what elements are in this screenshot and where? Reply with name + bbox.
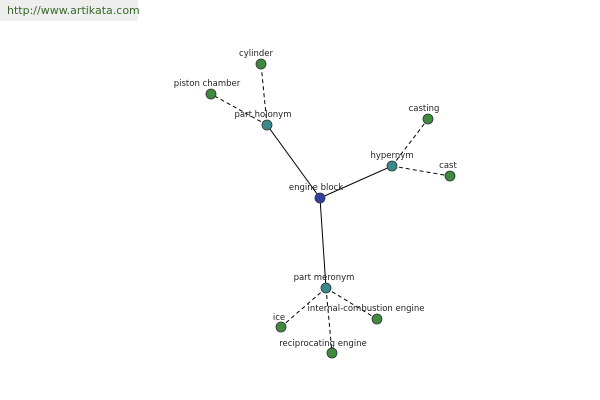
edge-center-part-holonym <box>266 124 321 199</box>
edge-part-holonym-piston-chamber <box>210 93 268 126</box>
node-term-piston-chamber[interactable] <box>205 88 217 100</box>
graph-edges <box>210 63 451 354</box>
edge-part-meronym-ice <box>280 287 327 328</box>
edge-part-holonym-cylinder <box>260 63 268 126</box>
edge-hypernym-cast <box>391 165 451 177</box>
site-url-link[interactable]: http://www.artikata.com <box>7 4 140 17</box>
node-term-reciprocating-engine[interactable] <box>326 347 338 359</box>
node-label-ice: ice <box>273 313 285 323</box>
edge-hypernym-casting <box>391 118 429 167</box>
edge-center-part-meronym <box>319 197 327 289</box>
node-center[interactable] <box>314 192 326 204</box>
node-label-part-meronym: part meronym <box>294 273 355 283</box>
node-label-internal-combustion-engine: internal-combustion engine <box>307 304 424 314</box>
node-term-internal-combustion-engine[interactable] <box>371 313 383 325</box>
node-label-piston-chamber: piston chamber <box>174 79 241 89</box>
node-term-cylinder[interactable] <box>255 58 267 70</box>
node-label-cylinder: cylinder <box>239 49 273 59</box>
edge-part-meronym-internal-combustion-engine <box>325 287 378 320</box>
node-relation-part-meronym[interactable] <box>320 282 332 294</box>
graph-nodes: engine block part holonym hypernym part … <box>174 49 457 359</box>
node-label-center: engine block <box>289 183 343 193</box>
node-term-ice[interactable] <box>275 321 287 333</box>
edge-center-hypernym <box>319 165 393 199</box>
node-label-part-holonym: part holonym <box>235 110 292 120</box>
node-relation-hypernym[interactable] <box>386 160 398 172</box>
node-label-cast: cast <box>439 161 457 171</box>
edge-part-meronym-reciprocating-engine <box>325 287 333 354</box>
site-banner[interactable]: http://www.artikata.com <box>0 0 140 21</box>
node-label-hypernym: hypernym <box>370 151 413 161</box>
node-relation-part-holonym[interactable] <box>261 119 273 131</box>
node-label-reciprocating-engine: reciprocating engine <box>279 339 367 349</box>
node-label-casting: casting <box>409 104 440 114</box>
node-term-casting[interactable] <box>422 113 434 125</box>
node-term-cast[interactable] <box>444 170 456 182</box>
